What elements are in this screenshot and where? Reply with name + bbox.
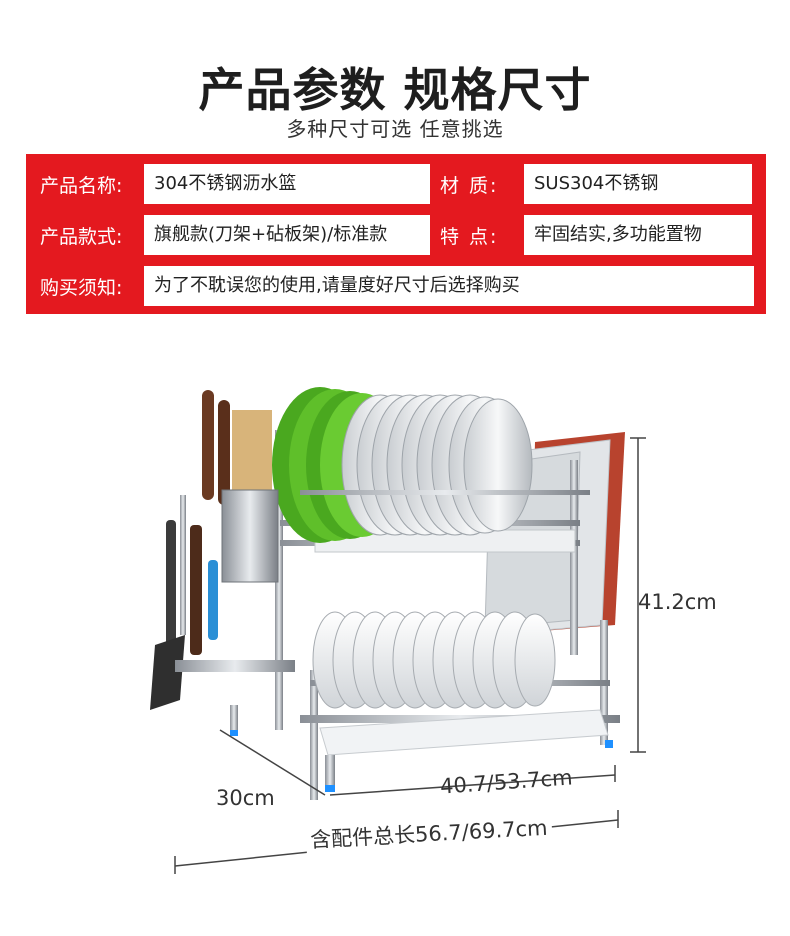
spec-row-notice: 购买须知: 为了不耽误您的使用,请量度好尺寸后选择购买	[36, 264, 756, 308]
height-dimension-label: 41.2cm	[638, 590, 717, 614]
name-label: 产品名称:	[40, 174, 123, 197]
material-label: 材 质:	[440, 174, 499, 197]
name-value: 304不锈钢沥水篮	[144, 164, 430, 204]
style-label: 产品款式:	[40, 225, 123, 248]
material-value: SUS304不锈钢	[524, 164, 752, 204]
spec-row-name: 产品名称: 304不锈钢沥水篮 材 质: SUS304不锈钢	[36, 162, 756, 206]
style-value: 旗舰款(刀架+砧板架)/标准款	[144, 215, 430, 255]
depth-dimension-label: 30cm	[216, 786, 275, 810]
notice-label: 购买须知:	[40, 276, 123, 299]
spec-row-style: 产品款式: 旗舰款(刀架+砧板架)/标准款 特 点: 牢固结实,多功能置物	[36, 213, 756, 257]
spec-table: 产品名称: 304不锈钢沥水篮 材 质: SUS304不锈钢 产品款式: 旗舰款…	[26, 154, 766, 314]
page-subtitle: 多种尺寸可选 任意挑选	[286, 117, 504, 141]
utensil-holder	[150, 390, 295, 710]
feature-label: 特 点:	[440, 225, 499, 248]
page-title: 产品参数 规格尺寸	[198, 63, 592, 117]
top-tier	[272, 387, 590, 730]
bottom-tier	[230, 611, 620, 800]
notice-value: 为了不耽误您的使用,请量度好尺寸后选择购买	[144, 266, 754, 306]
feature-value: 牢固结实,多功能置物	[524, 215, 752, 255]
dish-rack-illustration	[150, 387, 646, 874]
